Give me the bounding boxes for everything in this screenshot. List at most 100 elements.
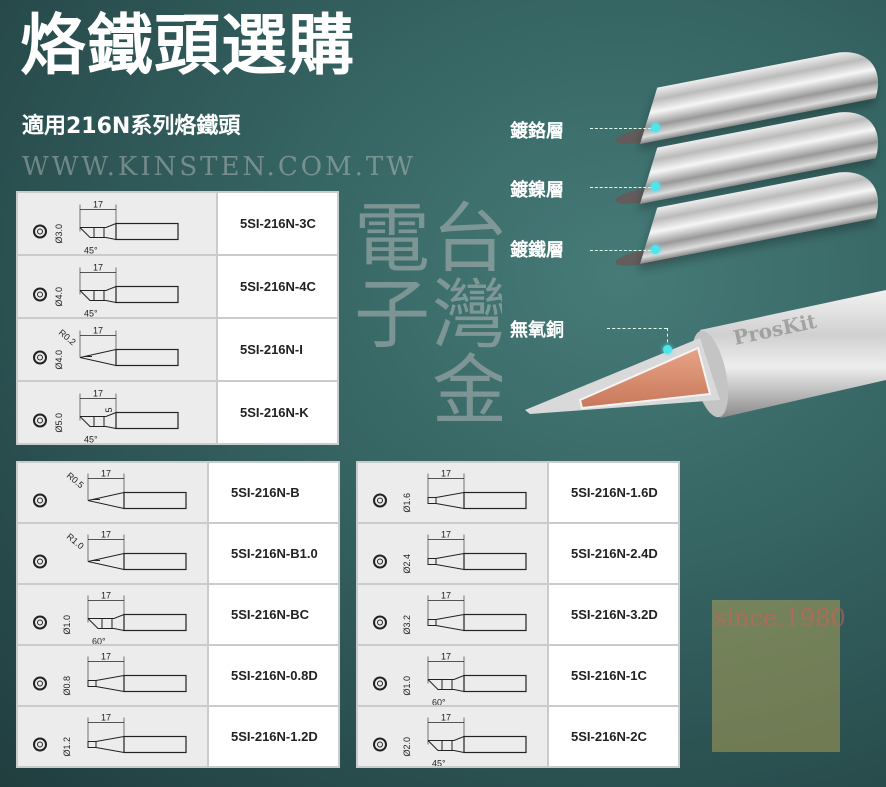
- angle-label: 60°: [92, 637, 106, 645]
- table-row: 17 Ø3.0 45° 5SI-216N-3C: [18, 193, 337, 256]
- length-label: 17: [93, 200, 103, 210]
- side-label: 5: [104, 407, 114, 412]
- table-row: 17 Ø4.0 R0.2 5SI-216N-I: [18, 319, 337, 382]
- end-view-icon: [33, 350, 47, 365]
- model-number: 5SI-216N-3.2D: [549, 585, 678, 644]
- tip-drawing: 17 Ø3.0 45°: [18, 193, 216, 256]
- tip-table-2: 17 R0.5 5SI-216N-B 17 R1.0 5SI-216N-B1.0…: [16, 461, 340, 768]
- diameter-label: Ø2.0: [402, 737, 412, 757]
- diameter-label: Ø1.0: [62, 615, 72, 635]
- table-row: 17 Ø1.0 60° 5SI-216N-BC: [18, 585, 338, 647]
- length-label: 17: [441, 652, 451, 662]
- layer-label-copper: 無氧銅: [510, 320, 564, 341]
- table-row: 17 Ø1.2 5SI-216N-1.2D: [18, 707, 338, 766]
- length-label: 17: [441, 530, 451, 540]
- page-subtitle: 適用216N系列烙鐵頭: [22, 114, 241, 139]
- end-view-icon: [373, 615, 387, 630]
- tip-drawing: 17 Ø0.8: [18, 646, 207, 705]
- diameter-label: Ø2.4: [402, 554, 412, 574]
- end-view-icon: [33, 287, 47, 302]
- end-view-icon: [373, 737, 387, 752]
- model-number: 5SI-216N-K: [218, 382, 337, 443]
- table-row: 17 Ø2.4 5SI-216N-2.4D: [358, 524, 678, 585]
- tip-drawing: 17 Ø1.6: [358, 463, 547, 522]
- length-label: 17: [93, 389, 103, 399]
- model-number: 5SI-216N-B: [209, 463, 338, 522]
- length-label: 17: [101, 713, 111, 723]
- length-label: 17: [101, 591, 111, 601]
- diameter-label: Ø1.6: [402, 493, 412, 513]
- angle-label: 45°: [84, 246, 98, 255]
- diameter-label: Ø0.8: [62, 676, 72, 696]
- table-row: 17 Ø3.2 5SI-216N-3.2D: [358, 585, 678, 646]
- model-number: 5SI-216N-1C: [549, 646, 678, 705]
- callout-dot: [663, 345, 672, 354]
- model-number: 5SI-216N-2.4D: [549, 524, 678, 583]
- table-row: 17 Ø4.0 45° 5SI-216N-4C: [18, 256, 337, 319]
- angle-label: 45°: [84, 309, 98, 318]
- end-view-icon: [33, 615, 47, 630]
- length-label: 17: [93, 326, 103, 336]
- length-label: 17: [441, 591, 451, 601]
- tip-drawing: 17 Ø4.0 R0.2: [18, 319, 216, 380]
- layer-label-chrome: 鍍鉻層: [510, 121, 564, 142]
- diameter-label: Ø4.0: [54, 350, 64, 370]
- tip-drawing: 17 Ø5.0 45° 5: [18, 382, 216, 445]
- tip-drawing: 17 Ø1.0 60°: [18, 585, 207, 647]
- model-number: 5SI-216N-BC: [209, 585, 338, 644]
- end-view-icon: [33, 676, 47, 691]
- watermark-site: WWW.KINSTEN.COM.TW: [22, 152, 416, 182]
- tip-drawing: 17 Ø1.0 60°: [358, 646, 547, 708]
- watermark-since: since.1980: [714, 604, 846, 632]
- model-number: 5SI-216N-3C: [218, 193, 337, 254]
- table-row: 17 Ø1.6 5SI-216N-1.6D: [358, 463, 678, 524]
- length-label: 17: [441, 469, 451, 479]
- length-label: 17: [441, 713, 451, 723]
- angle-label: 45°: [84, 435, 98, 444]
- diameter-label: Ø5.0: [54, 413, 64, 433]
- table-row: 17 R1.0 5SI-216N-B1.0: [18, 524, 338, 585]
- table-row: 17 R0.5 5SI-216N-B: [18, 463, 338, 524]
- layer-label-nickel: 鍍鎳層: [510, 180, 564, 201]
- watermark-company: 台灣金電子: [344, 198, 502, 426]
- tip-drawing: 17 R0.5: [18, 463, 207, 522]
- table-row: 17 Ø0.8 5SI-216N-0.8D: [18, 646, 338, 707]
- model-number: 5SI-216N-4C: [218, 256, 337, 317]
- tip-table-1: 17 Ø3.0 45° 5SI-216N-3C 17 Ø4.0 45° 5SI-…: [16, 191, 339, 445]
- model-number: 5SI-216N-0.8D: [209, 646, 338, 705]
- model-number: 5SI-216N-I: [218, 319, 337, 380]
- callout-dot: [651, 123, 660, 132]
- tip-drawing: 17 R1.0: [18, 524, 207, 583]
- watermark-logo: [712, 600, 840, 752]
- end-view-icon: [33, 413, 47, 428]
- tip-drawing: 17 Ø2.4: [358, 524, 547, 583]
- page-title: 烙鐵頭選購: [20, 7, 355, 84]
- length-label: 17: [101, 652, 111, 662]
- tip-drawing: 17 Ø1.2: [18, 707, 207, 766]
- table-row: 17 Ø1.0 60° 5SI-216N-1C: [358, 646, 678, 708]
- table-row: 17 Ø5.0 45° 5 5SI-216N-K: [18, 382, 337, 445]
- diameter-label: Ø3.0: [54, 224, 64, 244]
- length-label: 17: [93, 263, 103, 273]
- radius-label: R0.5: [65, 470, 86, 490]
- angle-label: 45°: [432, 759, 446, 767]
- model-number: 5SI-216N-2C: [549, 707, 678, 766]
- layer-label-iron: 鍍鐵層: [510, 240, 564, 261]
- diameter-label: Ø1.0: [402, 676, 412, 696]
- end-view-icon: [33, 493, 47, 508]
- model-number: 5SI-216N-1.6D: [549, 463, 678, 522]
- diameter-label: Ø1.2: [62, 737, 72, 757]
- end-view-icon: [33, 224, 47, 239]
- table-row: 17 Ø2.0 45° 5SI-216N-2C: [358, 707, 678, 769]
- diameter-label: Ø4.0: [54, 287, 64, 307]
- callout-dot: [651, 182, 660, 191]
- length-label: 17: [101, 469, 111, 479]
- callout-dot: [651, 245, 660, 254]
- model-number: 5SI-216N-1.2D: [209, 707, 338, 766]
- tip-drawing: 17 Ø4.0 45°: [18, 256, 216, 319]
- radius-label: R1.0: [65, 531, 86, 551]
- soldering-tip-cutaway: ProsKit: [525, 290, 886, 418]
- end-view-icon: [373, 554, 387, 569]
- tip-drawing: 17 Ø2.0 45°: [358, 707, 547, 769]
- end-view-icon: [373, 493, 387, 508]
